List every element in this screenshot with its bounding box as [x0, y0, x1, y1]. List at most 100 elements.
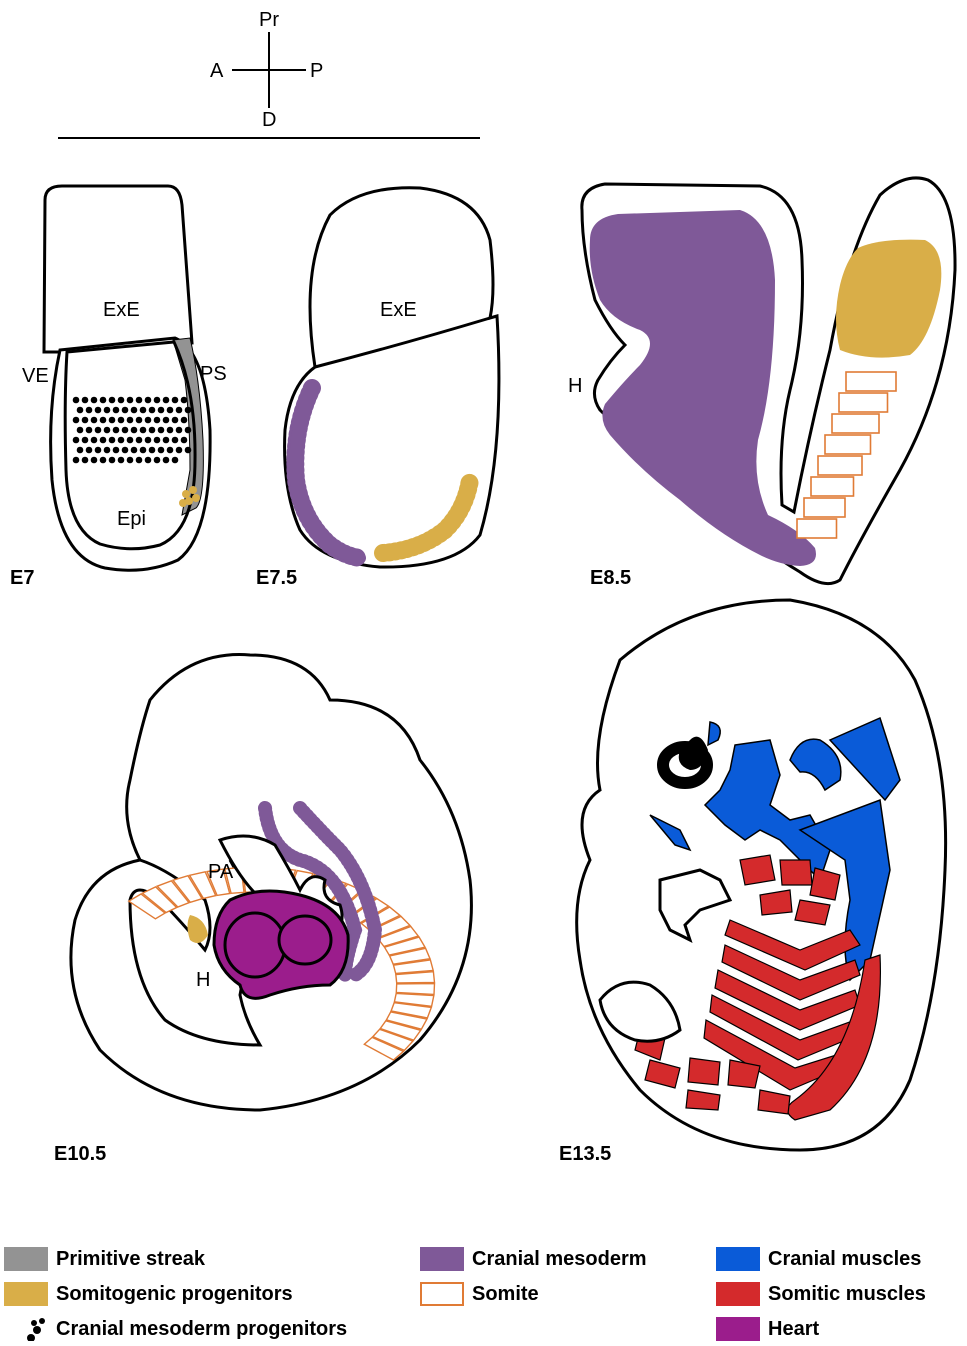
progenitor-dot — [154, 437, 161, 444]
progenitor-dot — [149, 407, 156, 414]
progenitor-dot — [109, 417, 116, 424]
axis-distal-label: D — [262, 109, 276, 131]
progenitor-dot — [136, 417, 143, 424]
progenitor-dot — [145, 437, 152, 444]
progenitor-dot — [145, 397, 152, 404]
legend-item-cranial-mesoderm: Cranial mesoderm — [420, 1246, 647, 1272]
somite — [832, 414, 879, 433]
progenitor-dot — [91, 457, 98, 464]
legend-label-somite: Somite — [472, 1283, 539, 1306]
progenitor-dot — [91, 437, 98, 444]
progenitor-dot — [118, 457, 125, 464]
embryo-e105: PA H E10.5 — [54, 655, 471, 1165]
progenitor-dot — [163, 417, 170, 424]
progenitor-dot — [172, 457, 179, 464]
progenitor-dot — [149, 427, 156, 434]
e7-ve-label: VE — [22, 365, 49, 387]
legend-swatch-somitic-muscles — [716, 1282, 760, 1306]
progenitor-dot — [158, 407, 165, 414]
legend-label-somitic-muscles: Somitic muscles — [768, 1283, 926, 1306]
progenitor-dot — [176, 407, 183, 414]
legend-item-cranial-mesoderm-progenitors: Cranial mesoderm progenitors — [4, 1316, 347, 1342]
progenitor-dot — [136, 437, 143, 444]
legend-swatch-cranial-mesoderm — [420, 1247, 464, 1271]
legend-label-cranial-mesoderm-progenitors: Cranial mesoderm progenitors — [56, 1318, 347, 1341]
progenitor-dot — [77, 407, 84, 414]
progenitor-dot — [118, 417, 125, 424]
e7-epi-label: Epi — [117, 508, 146, 530]
progenitor-dot — [122, 447, 129, 454]
legend-item-somite: Somite — [420, 1281, 539, 1307]
progenitor-dot — [113, 427, 120, 434]
progenitor-dot — [167, 427, 174, 434]
progenitor-dot — [181, 417, 188, 424]
stage-label-e85: E8.5 — [590, 567, 631, 589]
axis-anterior-label: A — [210, 60, 224, 82]
legend-label-somitogenic-progenitors: Somitogenic progenitors — [56, 1283, 293, 1306]
progenitor-dot — [95, 407, 102, 414]
e7-exe-label: ExE — [103, 299, 140, 321]
progenitor-dot — [122, 427, 129, 434]
progenitor-dot — [73, 417, 80, 424]
progenitor-dot — [73, 397, 80, 404]
legend-label-cranial-muscles: Cranial muscles — [768, 1248, 921, 1271]
progenitor-dot — [149, 447, 156, 454]
somite — [818, 456, 862, 475]
progenitor-dot — [127, 417, 134, 424]
legend-item-cranial-muscles: Cranial muscles — [716, 1246, 921, 1272]
progenitor-dot — [82, 457, 89, 464]
progenitor-dot — [140, 447, 147, 454]
progenitor-dot — [131, 407, 138, 414]
progenitor-dot — [154, 457, 161, 464]
somite — [846, 372, 896, 391]
legend-swatch-heart — [716, 1317, 760, 1341]
e105-pa-label: PA — [208, 861, 234, 883]
progenitor-dot — [172, 417, 179, 424]
somite — [797, 519, 837, 538]
progenitor-dot — [167, 447, 174, 454]
progenitor-dot — [158, 427, 165, 434]
legend-swatch-cranial-mesoderm-progenitors — [4, 1317, 48, 1341]
progenitor-dot — [185, 447, 192, 454]
progenitor-dot — [77, 447, 84, 454]
progenitor-dot — [118, 437, 125, 444]
progenitor-dot — [91, 417, 98, 424]
progenitor-dot — [73, 457, 80, 464]
progenitor-dot — [181, 397, 188, 404]
legend-item-heart: Heart — [716, 1316, 819, 1342]
legend-label-heart: Heart — [768, 1318, 819, 1341]
progenitor-dot — [154, 397, 161, 404]
progenitor-dot — [82, 417, 89, 424]
progenitor-dot — [145, 417, 152, 424]
progenitor-dot — [82, 397, 89, 404]
somite — [825, 435, 871, 454]
progenitor-dot — [136, 397, 143, 404]
progenitor-dot — [122, 407, 129, 414]
somite — [804, 498, 845, 517]
stage-label-e7: E7 — [10, 567, 34, 589]
somite — [396, 972, 435, 983]
progenitor-dot — [167, 407, 174, 414]
progenitor-dot — [104, 407, 111, 414]
progenitor-dot — [163, 457, 170, 464]
progenitor-dot — [109, 397, 116, 404]
legend-label-cranial-mesoderm: Cranial mesoderm — [472, 1248, 647, 1271]
progenitor-dot — [100, 457, 107, 464]
progenitor-dot — [109, 457, 116, 464]
stage-label-e135: E13.5 — [559, 1143, 611, 1165]
progenitor-dot — [100, 437, 107, 444]
progenitor-dot — [154, 417, 161, 424]
progenitor-dot — [172, 397, 179, 404]
progenitor-dot — [127, 437, 134, 444]
progenitor-dot — [82, 437, 89, 444]
stage-label-e105: E10.5 — [54, 1143, 106, 1165]
progenitor-dot — [136, 457, 143, 464]
e105-h-label: H — [196, 969, 210, 991]
legend-item-somitogenic-progenitors: Somitogenic progenitors — [4, 1281, 293, 1307]
progenitor-dot — [185, 427, 192, 434]
progenitor-dot — [158, 447, 165, 454]
progenitor-dot — [131, 447, 138, 454]
progenitor-dot — [163, 437, 170, 444]
progenitor-dot — [176, 427, 183, 434]
